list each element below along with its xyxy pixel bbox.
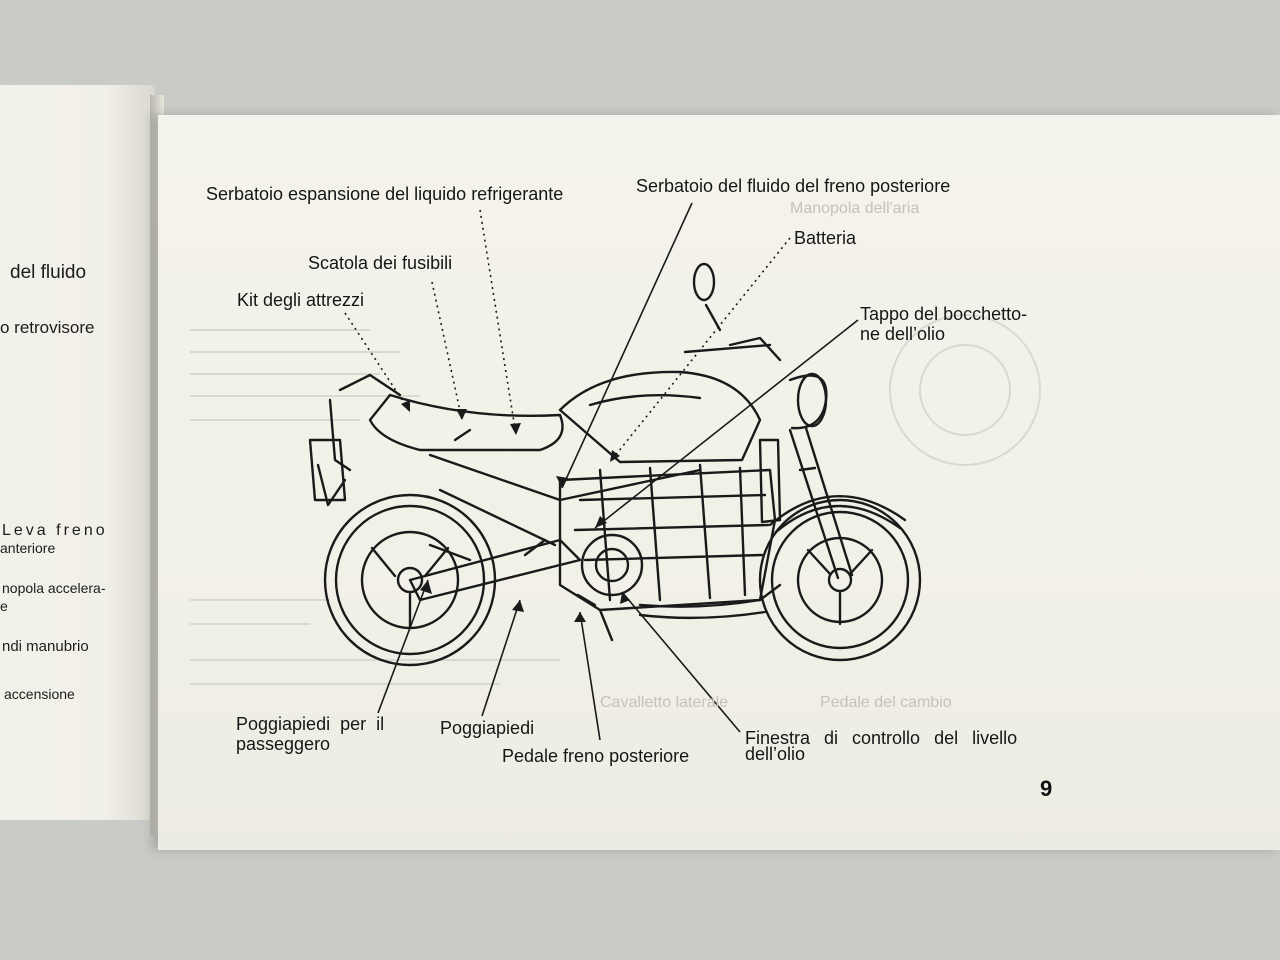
- left-page-fragment: del fluido: [10, 262, 87, 283]
- label-pedale-freno-posteriore: Pedale freno posteriore: [502, 746, 690, 766]
- label-tappo-line1: Tappo del bocchetto-: [860, 304, 1028, 324]
- bleed-through-text: Cavalletto laterale: [600, 694, 729, 711]
- left-page-fragment: anteriore: [0, 540, 56, 556]
- right-page: [158, 115, 1280, 850]
- label-kit-attrezzi: Kit degli attrezzi: [237, 290, 365, 310]
- label-finestra-line1: Finestra di controllo del livello: [745, 728, 1018, 748]
- label-scatola-fusibili: Scatola dei fusibili: [308, 253, 453, 273]
- label-poggiapiedi: Poggiapiedi: [440, 718, 535, 738]
- arrowheads: [420, 476, 630, 622]
- label-serbatoio-freno-posteriore: Serbatoio del fluido del freno posterior…: [636, 176, 951, 196]
- bleed-through-text: Manopola dell'aria: [790, 200, 920, 217]
- left-page-fragment: ndi manubrio: [2, 638, 89, 655]
- label-poggiapiedi-passeggero-line1: Poggiapiedi per il: [236, 714, 385, 734]
- left-page: [0, 85, 155, 820]
- left-page-fragment: accensione: [4, 686, 75, 702]
- left-page-fragment: e: [0, 598, 8, 614]
- label-tappo-line2: ne dell’olio: [860, 324, 946, 344]
- label-batteria: Batteria: [794, 228, 857, 248]
- dotted-leader-lines: [344, 209, 791, 463]
- motorcycle-drawing: [308, 262, 922, 667]
- left-page-fragment: o retrovisore: [0, 318, 95, 337]
- left-page-fragment: Leva freno: [2, 522, 108, 539]
- label-poggiapiedi-passeggero-line2: passeggero: [236, 734, 331, 754]
- bleed-through-text: Pedale del cambio: [820, 694, 952, 711]
- leader-lines: [377, 202, 859, 741]
- page-number: 9: [1040, 776, 1053, 801]
- left-page-fragment: nopola accelera-: [2, 580, 106, 596]
- label-finestra-line2: dell’olio: [745, 744, 806, 764]
- dotted-arrowheads: [401, 400, 620, 462]
- label-serbatoio-espansione: Serbatoio espansione del liquido refrige…: [206, 184, 564, 204]
